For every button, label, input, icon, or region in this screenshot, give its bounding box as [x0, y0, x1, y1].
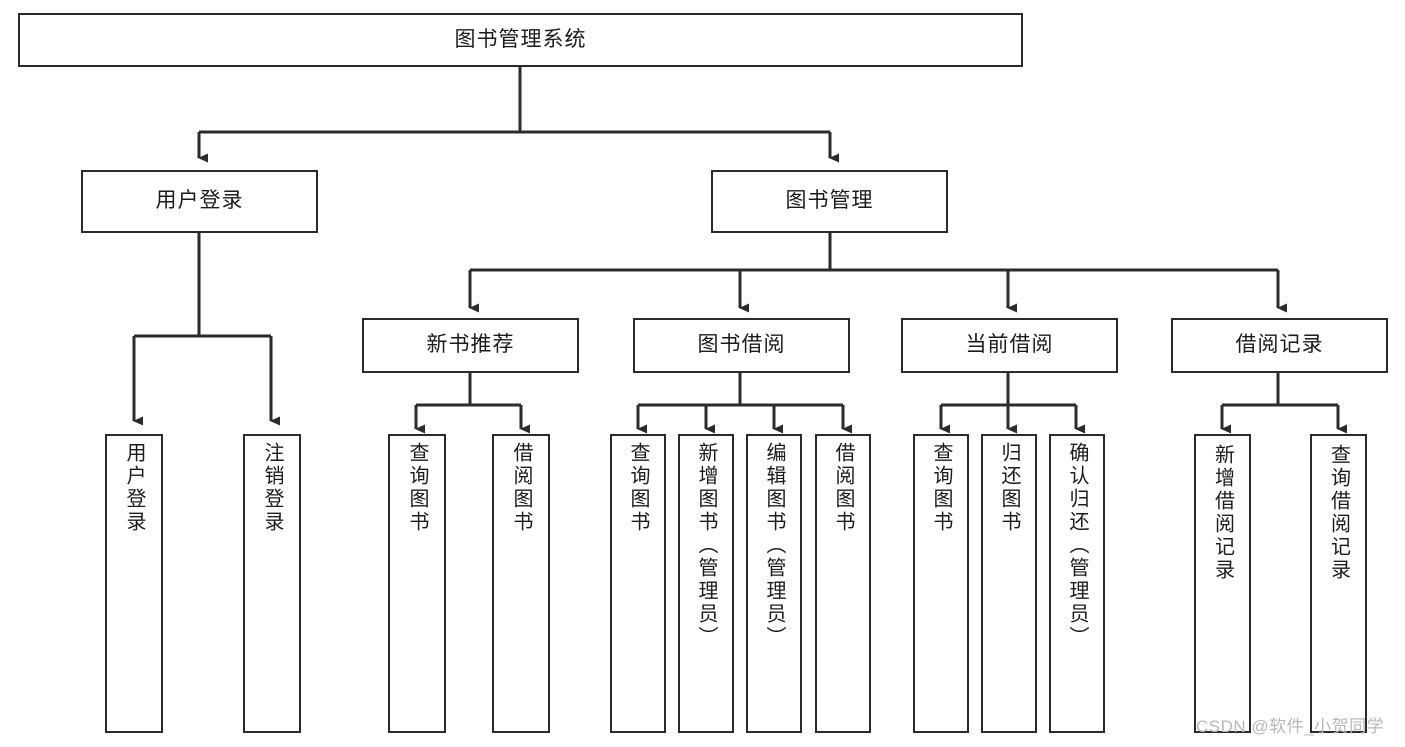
node-current-borrow[interactable]: 当前借阅 [901, 318, 1118, 373]
node-leaf-return-book-label: 归还图书 [998, 442, 1020, 534]
node-leaf-confirm-return[interactable]: 确认归还（管理员） [1049, 434, 1105, 733]
node-leaf-borrow-book-1-label: 借阅图书 [510, 442, 532, 534]
node-leaf-confirm-return-label: 确认归还（管理员） [1066, 442, 1088, 649]
node-leaf-query-book-3-label: 查询图书 [930, 442, 952, 534]
node-root[interactable]: 图书管理系统 [18, 13, 1023, 67]
csdn-watermark-text: CSDN @软件_小贺同学 [1196, 717, 1385, 736]
node-leaf-borrow-book-2[interactable]: 借阅图书 [815, 434, 871, 733]
node-user-login[interactable]: 用户登录 [81, 170, 318, 233]
node-book-borrow-label: 图书借阅 [697, 333, 786, 357]
node-root-label: 图书管理系统 [454, 27, 587, 51]
node-new-book-recommend[interactable]: 新书推荐 [362, 318, 579, 373]
node-book-manage-label: 图书管理 [785, 189, 874, 213]
node-leaf-user-logout-label: 注销登录 [261, 442, 283, 534]
node-leaf-add-book[interactable]: 新增图书（管理员） [678, 434, 734, 733]
node-leaf-query-record-label: 查询借阅记录 [1327, 444, 1350, 582]
node-leaf-borrow-book-2-label: 借阅图书 [832, 442, 854, 534]
node-leaf-query-record[interactable]: 查询借阅记录 [1310, 434, 1367, 733]
csdn-watermark: CSDN @软件_小贺同学 [1196, 712, 1384, 737]
node-leaf-add-record[interactable]: 新增借阅记录 [1194, 434, 1251, 733]
node-leaf-query-book-2-label: 查询图书 [627, 442, 649, 534]
node-leaf-user-login[interactable]: 用户登录 [105, 434, 163, 733]
node-leaf-add-record-label: 新增借阅记录 [1211, 444, 1234, 582]
node-borrow-record-label: 借阅记录 [1235, 333, 1324, 357]
node-book-manage[interactable]: 图书管理 [711, 170, 948, 233]
node-leaf-user-login-label: 用户登录 [123, 442, 145, 534]
node-leaf-query-book-1[interactable]: 查询图书 [388, 434, 446, 733]
node-leaf-query-book-2[interactable]: 查询图书 [610, 434, 666, 733]
node-new-book-recommend-label: 新书推荐 [426, 333, 515, 357]
node-current-borrow-label: 当前借阅 [965, 333, 1054, 357]
node-leaf-add-book-label: 新增图书（管理员） [695, 442, 717, 649]
node-user-login-label: 用户登录 [155, 189, 244, 213]
node-borrow-record[interactable]: 借阅记录 [1171, 318, 1388, 373]
node-book-borrow[interactable]: 图书借阅 [633, 318, 850, 373]
node-leaf-query-book-1-label: 查询图书 [406, 442, 428, 534]
node-leaf-edit-book-label: 编辑图书（管理员） [763, 442, 785, 649]
node-leaf-query-book-3[interactable]: 查询图书 [913, 434, 969, 733]
node-leaf-borrow-book-1[interactable]: 借阅图书 [492, 434, 550, 733]
node-leaf-user-logout[interactable]: 注销登录 [243, 434, 301, 733]
node-leaf-edit-book[interactable]: 编辑图书（管理员） [746, 434, 802, 733]
node-leaf-return-book[interactable]: 归还图书 [981, 434, 1037, 733]
